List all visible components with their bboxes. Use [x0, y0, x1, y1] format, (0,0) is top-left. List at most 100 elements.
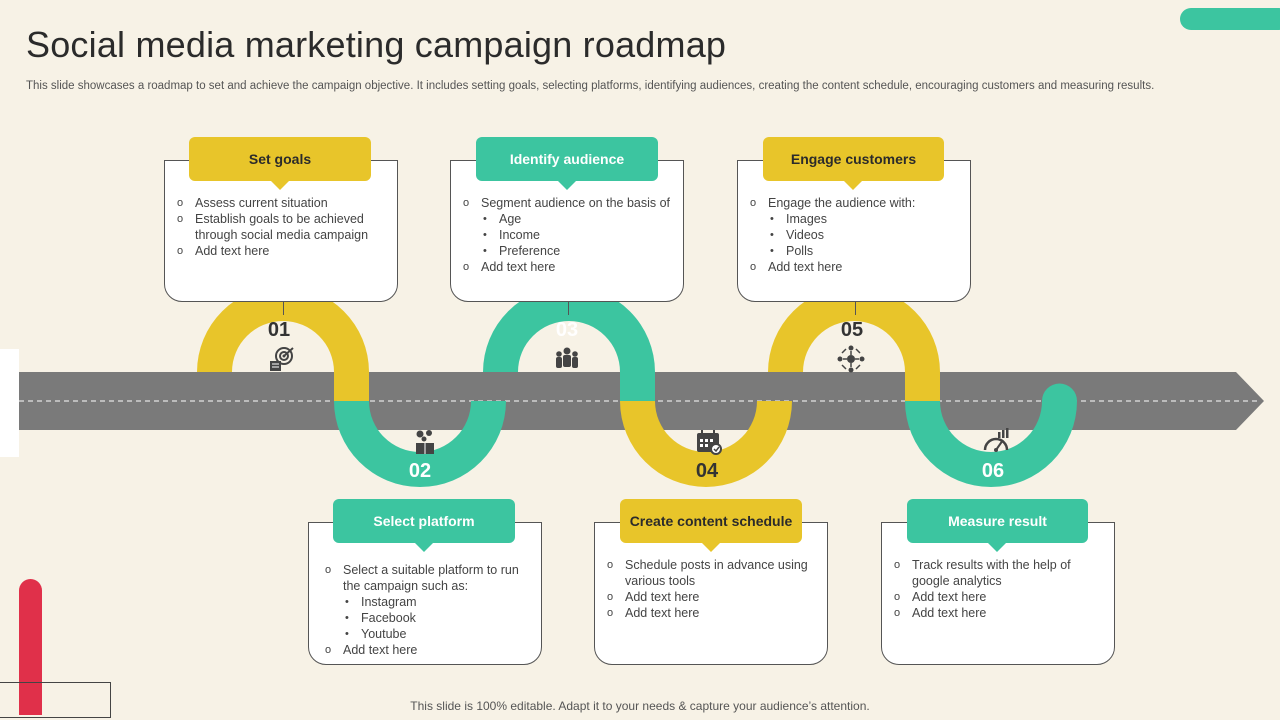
- bullet-text: Add text here: [481, 260, 556, 274]
- step-card-04: o Schedule posts in advance using various…: [594, 522, 828, 665]
- bullet-text: Instagram: [361, 595, 417, 609]
- bullet-circle-icon: o: [325, 644, 332, 656]
- step-number-03: 03: [555, 319, 579, 341]
- bullet-dot-icon: •: [770, 245, 774, 257]
- top-accent-pill: [1180, 8, 1280, 30]
- sub-bullet-item: •Instagram: [325, 594, 529, 610]
- step-list-02: o Select a suitable platform to run the c…: [325, 562, 529, 658]
- bullet-text: Assess current situation: [195, 196, 328, 210]
- bullet-circle-icon: o: [463, 197, 470, 209]
- audience-icon: [556, 347, 578, 368]
- arc-06: [905, 383, 1077, 487]
- bullet-circle-icon: o: [607, 591, 614, 603]
- bullet-text: Select a suitable platform to run the ca…: [343, 563, 519, 593]
- calendar-icon: [697, 430, 722, 455]
- bullet-text: Youtube: [361, 627, 407, 641]
- sub-bullet-item: • Preference: [463, 243, 671, 259]
- bullet-text: Schedule posts in advance using various …: [625, 558, 808, 588]
- step-label-05: Engage customers: [763, 137, 944, 181]
- bullet-item: o Schedule posts in advance using various…: [607, 557, 815, 589]
- network-icon: [837, 345, 865, 373]
- bullet-circle-icon: o: [894, 559, 901, 571]
- bullet-text: Videos: [786, 228, 824, 242]
- bullet-dot-icon: •: [483, 245, 487, 257]
- bullet-item: o Add text here: [607, 589, 815, 605]
- bullet-text: Add text here: [195, 244, 270, 258]
- bullet-dot-icon: •: [770, 229, 774, 241]
- bullet-circle-icon: o: [750, 261, 757, 273]
- step-number-02: 02: [408, 460, 432, 482]
- step-number-06: 06: [981, 460, 1005, 482]
- step-number-01: 01: [267, 319, 291, 341]
- arc-03: [483, 286, 655, 401]
- step-label-pointer-01: [271, 181, 289, 190]
- bullet-item: o Add text here: [894, 589, 1102, 605]
- bullet-circle-icon: o: [177, 213, 184, 225]
- bullet-text: Preference: [499, 244, 561, 258]
- bullet-text: Segment audience on the basis of: [481, 196, 671, 210]
- bullet-text: Add text here: [625, 606, 700, 620]
- step-list-06: o Track results with the help of google a…: [894, 557, 1102, 621]
- sub-bullet-item: • Youtube: [325, 626, 529, 642]
- step-label-pointer-03: [558, 181, 576, 190]
- outline-accent-box: [0, 682, 111, 718]
- step-label-06: Measure result: [907, 499, 1088, 543]
- bullet-circle-icon: o: [177, 197, 184, 209]
- bullet-text: Images: [786, 212, 827, 226]
- bullet-dot-icon: •: [345, 628, 349, 640]
- bullet-item: o Track results with the help of google a…: [894, 557, 1102, 589]
- arc-04: [620, 401, 792, 487]
- arc-05: [768, 286, 940, 401]
- connector-line-01: [283, 301, 284, 315]
- bullet-dot-icon: •: [483, 229, 487, 241]
- bullet-text: Age: [499, 212, 522, 226]
- gauge-chart-icon: [983, 428, 1009, 452]
- page-title: Social media marketing campaign roadmap: [26, 24, 727, 65]
- bullet-text: Add text here: [768, 260, 843, 274]
- step-list-04: o Schedule posts in advance using various…: [607, 557, 815, 621]
- step-label-01: Set goals: [189, 137, 371, 181]
- arc-01: [197, 286, 369, 401]
- sub-bullet-item: • Images: [750, 211, 958, 227]
- bullet-text: Polls: [786, 244, 814, 258]
- sub-bullet-item: •Age: [463, 211, 671, 227]
- bullet-dot-icon: •: [345, 612, 349, 624]
- platform-box-icon: [416, 430, 434, 454]
- bullet-item: o Assess current situation: [177, 195, 385, 211]
- connector-line-05: [855, 301, 856, 315]
- sub-bullet-item: • Income: [463, 227, 671, 243]
- bullet-circle-icon: o: [177, 245, 184, 257]
- bullet-text: Engage the audience with:: [768, 196, 916, 210]
- step-label-pointer-04: [702, 543, 720, 552]
- bullet-text: Track results with the help of google an…: [912, 558, 1071, 588]
- bullet-text: Add text here: [625, 590, 700, 604]
- bullet-dot-icon: •: [770, 213, 774, 225]
- target-icon: [270, 347, 294, 371]
- sub-bullet-item: • Facebook: [325, 610, 529, 626]
- bullet-circle-icon: o: [894, 607, 901, 619]
- sub-bullet-item: • Polls: [750, 243, 958, 259]
- step-label-03: Identify audience: [476, 137, 658, 181]
- bullet-circle-icon: o: [894, 591, 901, 603]
- footer-note: This slide is 100% editable. Adapt it to…: [410, 699, 870, 713]
- bullet-text: Add text here: [343, 643, 418, 657]
- step-label-02: Select platform: [333, 499, 515, 543]
- bullet-circle-icon: o: [463, 261, 470, 273]
- step-label-pointer-02: [415, 543, 433, 552]
- step-label-pointer-05: [844, 181, 862, 190]
- bullet-item: o Add text here: [325, 642, 529, 658]
- bullet-text: Facebook: [361, 611, 416, 625]
- bullet-circle-icon: o: [607, 559, 614, 571]
- step-number-05: 05: [840, 319, 864, 341]
- bullet-text: Income: [499, 228, 540, 242]
- bullet-text: Add text here: [912, 590, 987, 604]
- arc-02: [334, 401, 506, 487]
